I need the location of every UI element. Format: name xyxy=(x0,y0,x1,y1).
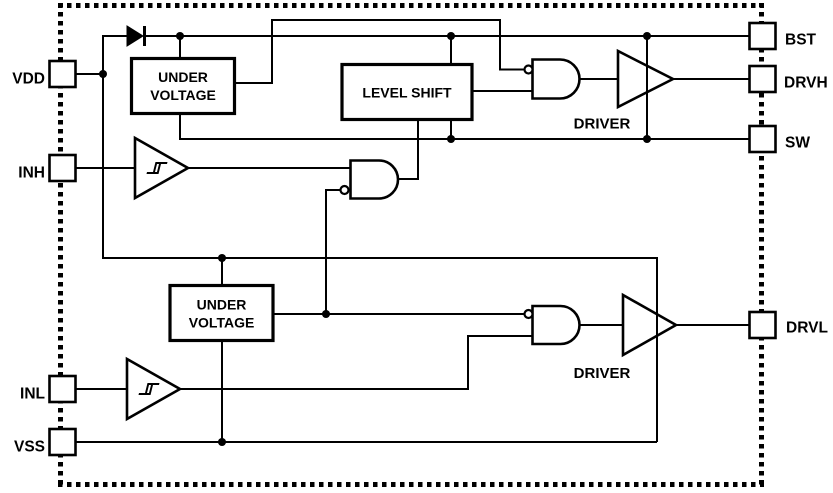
hysteresis-icon xyxy=(138,383,160,395)
pin-drvh-label: DRVH xyxy=(784,75,828,92)
wire-uv-high-out-to-and xyxy=(235,19,525,84)
inverting-input-bubble xyxy=(523,308,534,320)
junction-dot xyxy=(218,254,226,262)
under-voltage-high-label-line1: UNDER xyxy=(158,69,208,85)
pin-drvh-square xyxy=(748,64,777,94)
level-shift-label: LEVEL SHIFT xyxy=(362,85,452,101)
pin-inl-label: INL xyxy=(20,386,45,403)
pin-bst-label: BST xyxy=(785,32,817,49)
and-gate-low-output xyxy=(531,304,581,346)
hysteresis-icon xyxy=(146,162,168,174)
wire-vdd-to-diode xyxy=(102,35,127,74)
and-gate-high-output xyxy=(531,58,581,100)
junction-dots xyxy=(99,32,651,446)
pin-sw-square xyxy=(748,124,777,154)
junction-dot xyxy=(322,310,330,318)
driver-low-label: DRIVER xyxy=(574,365,631,382)
driver-high-label: DRIVER xyxy=(574,116,631,133)
wire-schmitt-inl-to-and-low xyxy=(180,335,533,390)
under-voltage-high-label-line2: VOLTAGE xyxy=(150,87,216,103)
junction-dot xyxy=(176,32,184,40)
driver-high-triangle-icon xyxy=(616,48,676,110)
and-gate-high-logic xyxy=(349,159,400,200)
pin-bst-square xyxy=(748,21,777,51)
junction-dot xyxy=(447,135,455,143)
pin-drvl-square xyxy=(748,310,777,340)
pin-vss-label: VSS xyxy=(14,439,45,456)
under-voltage-high-block xyxy=(129,56,237,116)
under-voltage-low-label-line1: UNDER xyxy=(197,297,247,313)
driver-low-triangle-icon xyxy=(621,292,679,358)
wire-and-logic-to-level-shift xyxy=(398,120,419,180)
pin-inl-square xyxy=(48,374,77,404)
schmitt-trigger-inh-icon xyxy=(133,135,191,201)
bootstrap-diode-icon xyxy=(126,25,146,47)
pin-vss-square xyxy=(48,427,77,457)
junction-dot xyxy=(643,32,651,40)
schmitt-trigger-inl-icon xyxy=(125,356,183,422)
inverting-input-bubble xyxy=(339,184,350,196)
wire-uv-low-to-and-logic-inverted xyxy=(325,189,341,314)
junction-dot xyxy=(447,32,455,40)
wires xyxy=(76,19,750,443)
under-voltage-low-block xyxy=(168,283,275,343)
ic-boundary-dashed-border xyxy=(58,3,764,487)
pin-inh-square xyxy=(48,153,77,183)
pin-vdd-label: VDD xyxy=(12,71,45,88)
junction-dot xyxy=(218,438,226,446)
pin-drvl-label: DRVL xyxy=(786,320,828,337)
pin-inh-label: INH xyxy=(18,165,45,182)
wire-vdd-down-rail-and-low-driver-power xyxy=(102,74,658,442)
pin-sw-label: SW xyxy=(785,135,810,152)
junction-dot xyxy=(99,70,107,78)
inverting-input-bubble xyxy=(523,64,534,75)
pin-vdd-square xyxy=(48,59,77,89)
diode-anode-triangle xyxy=(126,25,144,47)
under-voltage-low-label-line2: VOLTAGE xyxy=(189,315,255,331)
junction-dot xyxy=(643,135,651,143)
wire-sw-rail xyxy=(179,114,750,140)
